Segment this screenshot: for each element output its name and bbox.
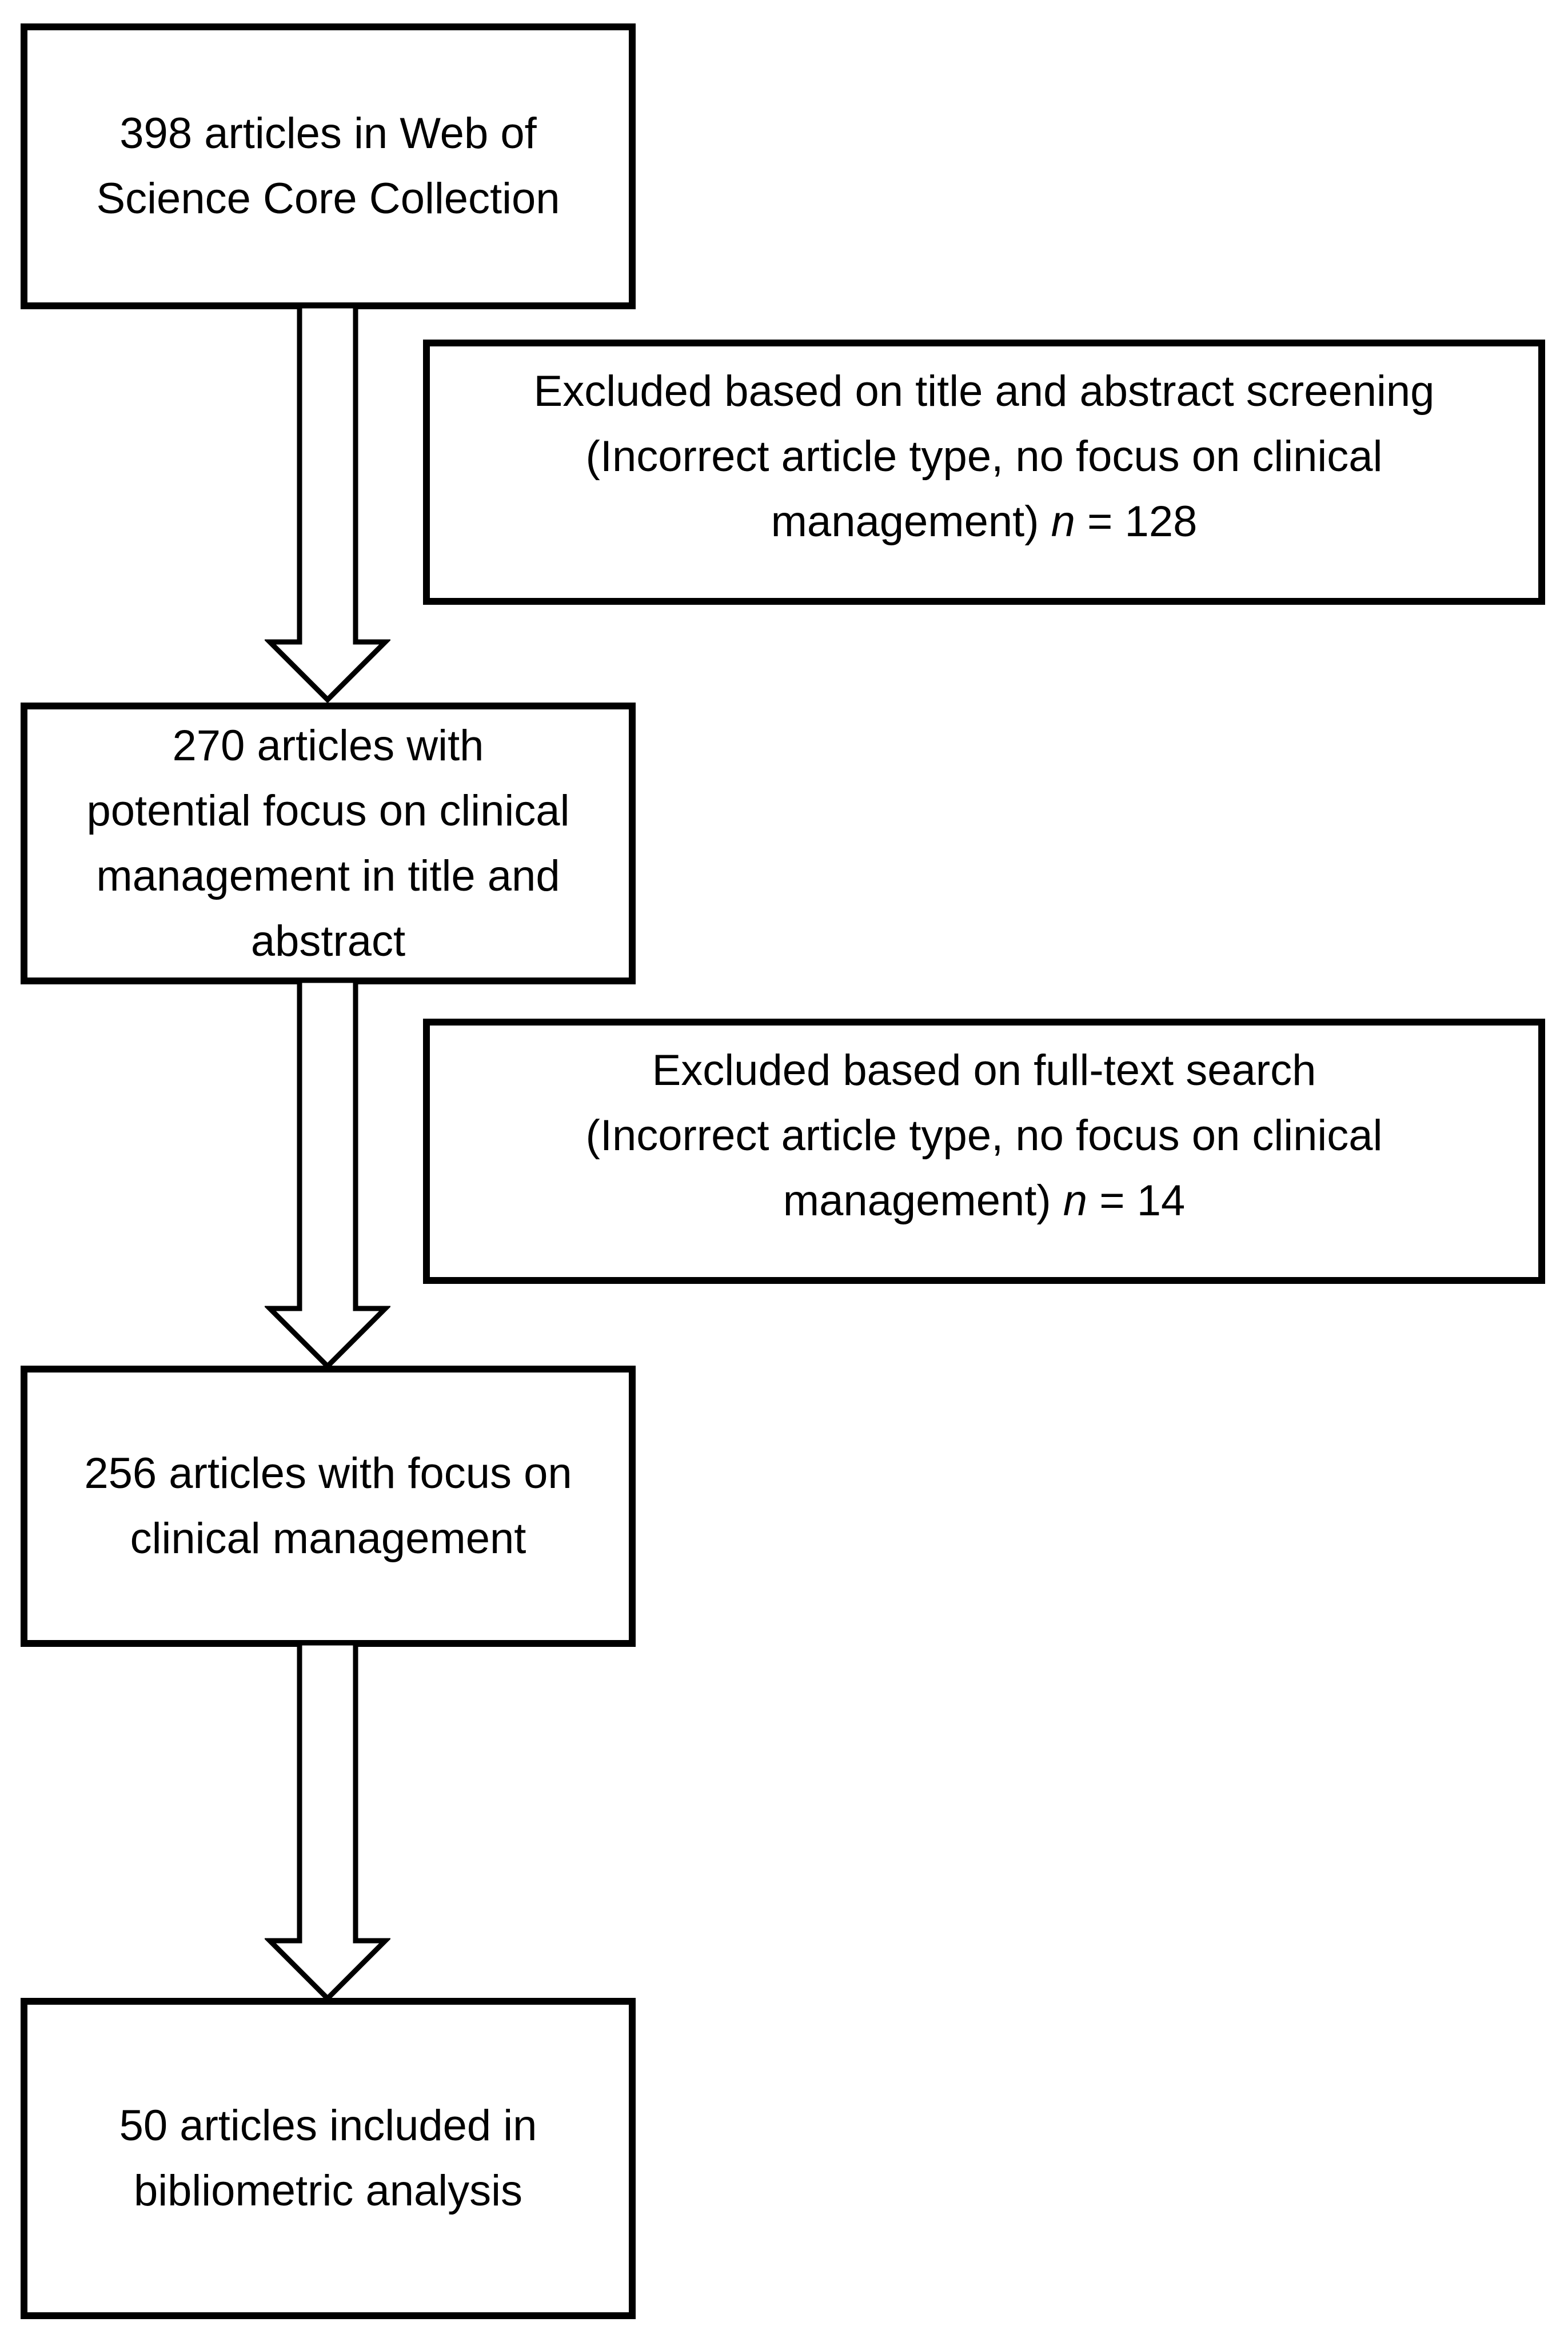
box-source-line: 398 articles in Web of: [119, 109, 537, 158]
excluded-count-value: = 14: [1087, 1176, 1186, 1225]
box-excluded-full-text-line: management) n = 14: [783, 1168, 1185, 1234]
box-potential-focus-articles: 270 articles with potential focus on cli…: [21, 703, 636, 984]
box-potential-focus-line: potential focus on clinical: [86, 786, 570, 835]
box-clinical-management-line: clinical management: [130, 1514, 526, 1563]
box-excluded-title-abstract: Excluded based on title and abstract scr…: [423, 340, 1545, 605]
box-excluded-title-abstract-line: (Incorrect article type, no focus on cli…: [585, 432, 1383, 481]
box-included-articles: 50 articles included in bibliometric ana…: [21, 1998, 636, 2319]
box-excluded-title-abstract-line: management) n = 128: [771, 489, 1198, 554]
box-excluded-full-text-line: (Incorrect article type, no focus on cli…: [585, 1111, 1383, 1160]
excluded-count-value: = 128: [1075, 497, 1198, 546]
n-variable: n: [1051, 497, 1075, 546]
excluded-count-prefix: management): [771, 497, 1051, 546]
flow-arrow-down-icon: [265, 1643, 390, 2001]
box-source-line: Science Core Collection: [96, 174, 560, 223]
box-excluded-title-abstract-line: Excluded based on title and abstract scr…: [533, 366, 1435, 416]
box-potential-focus-line: management in title and: [96, 851, 560, 900]
n-variable: n: [1063, 1176, 1088, 1225]
box-excluded-full-text-line: Excluded based on full-text search: [652, 1046, 1316, 1095]
box-potential-focus-line: abstract: [250, 916, 406, 965]
box-included-line: 50 articles included in: [119, 2101, 537, 2150]
box-included-line: bibliometric analysis: [133, 2167, 523, 2215]
box-source-articles: 398 articles in Web of Science Core Coll…: [21, 23, 636, 309]
box-clinical-management-articles: 256 articles with focus on clinical mana…: [21, 1366, 636, 1647]
excluded-count-prefix: management): [783, 1176, 1063, 1225]
box-clinical-management-line: 256 articles with focus on: [84, 1449, 572, 1498]
box-potential-focus-line: 270 articles with: [172, 721, 484, 770]
flow-arrow-down-icon: [265, 306, 390, 703]
box-excluded-full-text: Excluded based on full-text search (Inco…: [423, 1019, 1545, 1284]
flow-arrow-down-icon: [265, 980, 390, 1369]
